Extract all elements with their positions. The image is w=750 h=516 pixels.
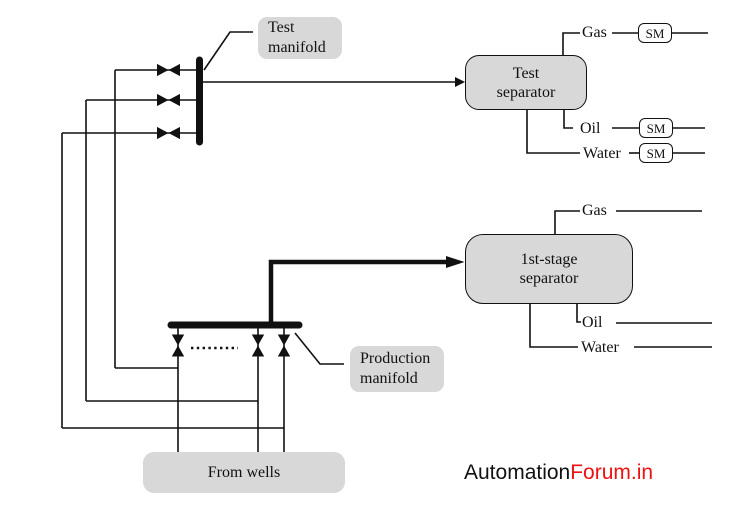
testsep-gas-label: Gas bbox=[582, 24, 607, 41]
valve-icon bbox=[157, 126, 180, 140]
testsep-water-label: Water bbox=[583, 145, 621, 162]
brand-text: AutomationForum.in bbox=[464, 461, 653, 484]
test-separator-name-line1: Test bbox=[512, 64, 540, 82]
valve-icon bbox=[251, 334, 265, 357]
production-flow-pipe bbox=[268, 259, 448, 325]
sales-meter-box: SM bbox=[639, 143, 673, 163]
brand-text-red: Forum.in bbox=[570, 461, 654, 484]
brand-text-black: Automation bbox=[464, 461, 571, 484]
testsep-oil-label: Oil bbox=[580, 120, 601, 137]
first-stage-separator-name-line1: 1st-stage bbox=[520, 251, 578, 268]
from-wells-label-text: From wells bbox=[207, 463, 281, 481]
firststage-gas-label: Gas bbox=[582, 202, 607, 219]
sales-meter-label: SM bbox=[646, 145, 666, 161]
valve-icon bbox=[157, 93, 180, 107]
pipe-1st-oil-drop bbox=[576, 304, 581, 323]
test-separator-box: Test separator bbox=[465, 55, 587, 110]
pipe-1st-gas-riser bbox=[554, 210, 580, 234]
flow-arrow-icon bbox=[455, 77, 465, 87]
valve-icon bbox=[157, 63, 180, 77]
sales-meter-box: SM bbox=[638, 23, 672, 43]
valve-icon bbox=[277, 334, 291, 357]
production-manifold-label-line1: Production bbox=[360, 350, 431, 367]
test-manifold-label-line2: manifold bbox=[268, 39, 326, 56]
test-manifold-label-line1: Test bbox=[268, 19, 295, 36]
pipe-testsep-water-drop bbox=[526, 110, 580, 154]
sales-meter-box: SM bbox=[639, 118, 673, 138]
thick-pipes bbox=[167, 56, 448, 329]
pipe-testsep-gas-riser bbox=[562, 32, 580, 55]
flow-arrow-icon bbox=[446, 256, 465, 268]
first-stage-separator-name-line2: separator bbox=[519, 270, 579, 287]
callout-line-production-manifold bbox=[294, 332, 344, 365]
test-separator-name-line2: separator bbox=[496, 83, 556, 101]
production-manifold-label: Production manifold bbox=[350, 346, 444, 392]
first-stage-separator-box: 1st-stage separator bbox=[465, 234, 633, 304]
from-wells-label: From wells bbox=[143, 452, 345, 493]
sales-meter-label: SM bbox=[646, 120, 666, 136]
sales-meter-label: SM bbox=[645, 25, 665, 41]
valves-and-arrows bbox=[157, 63, 465, 357]
pipe-1st-water-drop bbox=[529, 304, 578, 348]
test-manifold-label: Test manifold bbox=[258, 17, 342, 59]
production-manifold-label-line2: manifold bbox=[360, 370, 418, 387]
callout-line-test-manifold bbox=[203, 31, 253, 71]
firststage-oil-label: Oil bbox=[582, 314, 603, 331]
valve-icon bbox=[171, 334, 185, 357]
firststage-water-label: Water bbox=[581, 339, 619, 356]
pipe-testsep-oil-drop bbox=[563, 110, 573, 129]
